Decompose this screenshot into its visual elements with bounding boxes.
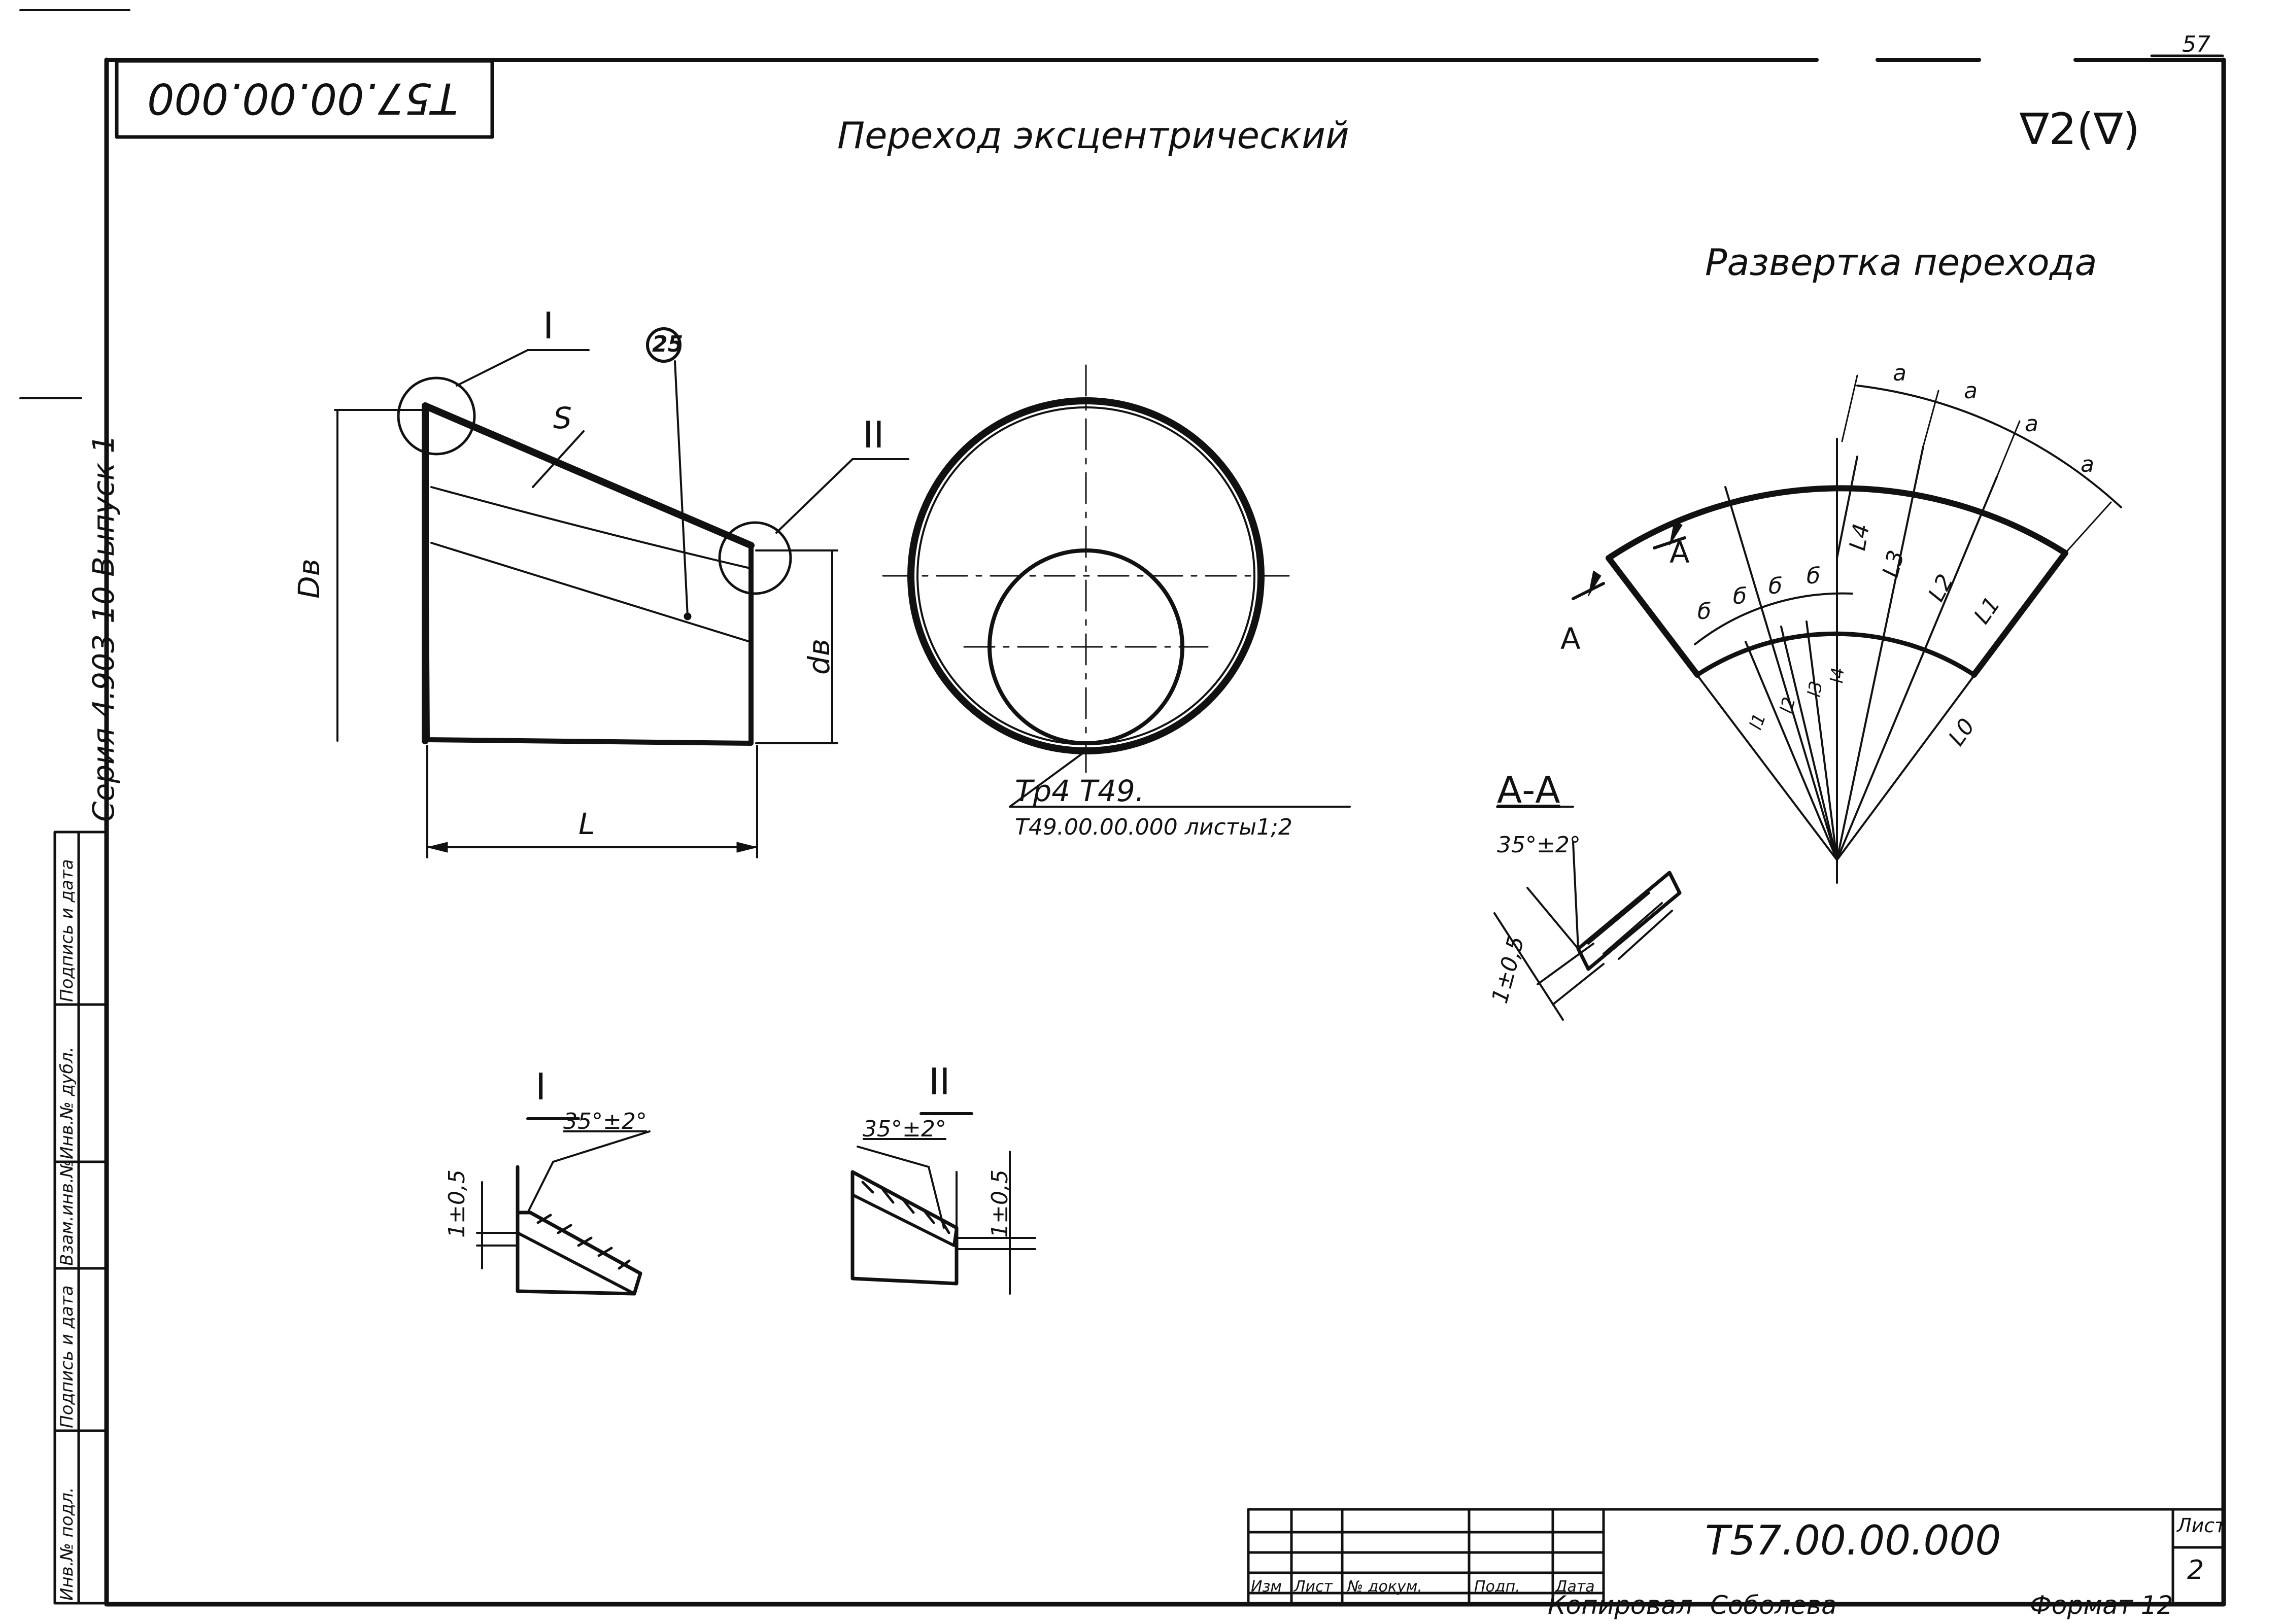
end-view-circles bbox=[882, 364, 1351, 808]
side-view-transition bbox=[334, 327, 909, 858]
radius-l4: l4 bbox=[1827, 667, 1849, 684]
title-block-col-doc: № докум. bbox=[1347, 1578, 1422, 1596]
section-mark-a-2: А bbox=[1670, 535, 1690, 570]
doc-code-stamp: T57.00.00.000 bbox=[147, 74, 458, 123]
arc-b-2: б bbox=[1733, 583, 1747, 609]
side-table-grid bbox=[53, 831, 107, 1605]
side-cell-orig-inv: Инв.№ подл. bbox=[57, 1487, 77, 1601]
development-title: Развертка перехода bbox=[1705, 241, 2097, 284]
arc-a-4: a bbox=[2081, 452, 2094, 477]
development-fan bbox=[1572, 374, 2122, 884]
title-block-grid bbox=[1247, 1508, 2225, 1606]
section-mark-a-1: А bbox=[1560, 621, 1581, 656]
detail-I-mark: I bbox=[543, 304, 554, 347]
arc-b-3: б bbox=[1768, 573, 1783, 599]
position-number: 25 bbox=[652, 331, 684, 357]
side-cell-sign-date-2: Подпись и дата bbox=[57, 1285, 77, 1428]
drawing-title: Переход эксцентрический bbox=[837, 114, 1349, 157]
ref-line-1: Тр4 Т49. bbox=[1015, 774, 1145, 808]
series-strip: Серия 4.903-10 Выпуск 1 bbox=[86, 434, 121, 822]
detail-II-gap: 1±0,5 bbox=[987, 1169, 1013, 1238]
detail-II-drawing bbox=[850, 1112, 1036, 1295]
detail-II-title: II bbox=[929, 1060, 950, 1103]
title-block-col-sign: Подп. bbox=[1474, 1578, 1520, 1596]
title-block-col-date: Дата bbox=[1555, 1578, 1595, 1596]
outer-diameter-label: Dв bbox=[292, 559, 326, 599]
detail-II-mark: II bbox=[863, 413, 884, 456]
arc-b-4: б bbox=[1807, 563, 1821, 589]
title-block-code: Т57.00.00.000 bbox=[1705, 1517, 2001, 1564]
title-block-sheet-label: Лист bbox=[2177, 1514, 2226, 1537]
detail-I-title: I bbox=[535, 1065, 547, 1108]
arc-b-1: б bbox=[1697, 599, 1712, 625]
arc-a-1: a bbox=[1893, 360, 1906, 386]
title-block-col-izm: Изм bbox=[1251, 1578, 1282, 1596]
side-cell-dup-inv: Инв.№ дубл. bbox=[57, 1047, 77, 1159]
length-label: L bbox=[578, 807, 595, 841]
side-cell-replace-inv: Взам.инв.№ bbox=[57, 1159, 77, 1266]
stamp-box bbox=[115, 59, 494, 139]
roughness-symbol: ∇2(∇) bbox=[2020, 104, 2140, 155]
title-block-col-sheet: Лист bbox=[1294, 1578, 1333, 1596]
thickness-label: S bbox=[553, 401, 572, 435]
detail-I-angle: 35°±2° bbox=[563, 1109, 647, 1134]
ref-line-2: Т49.00.00.000 листы1;2 bbox=[1015, 814, 1292, 840]
sheet-number: 57 bbox=[2182, 31, 2210, 57]
arc-a-3: a bbox=[2025, 411, 2038, 437]
title-block-sheet-number: 2 bbox=[2187, 1555, 2204, 1585]
arc-a-2: a bbox=[1964, 378, 1978, 404]
section-angle: 35°±2° bbox=[1497, 832, 1581, 858]
detail-I-drawing bbox=[476, 1117, 651, 1296]
section-title: А-А bbox=[1497, 769, 1560, 811]
section-a-a bbox=[1493, 806, 1682, 1021]
radius-l3: l3 bbox=[1804, 679, 1827, 699]
radius-L4: L4 bbox=[1845, 522, 1875, 552]
side-cell-sign-date-1: Подпись и дата bbox=[57, 859, 77, 1002]
detail-II-angle: 35°±2° bbox=[863, 1116, 946, 1142]
detail-I-gap: 1±0,5 bbox=[444, 1169, 470, 1238]
inner-diameter-label: dв bbox=[802, 639, 836, 675]
copied-label: Копировал bbox=[1548, 1591, 1693, 1620]
sheet-format: Формат 12 bbox=[2030, 1591, 2173, 1620]
copier-name: Соболева bbox=[1710, 1591, 1837, 1620]
